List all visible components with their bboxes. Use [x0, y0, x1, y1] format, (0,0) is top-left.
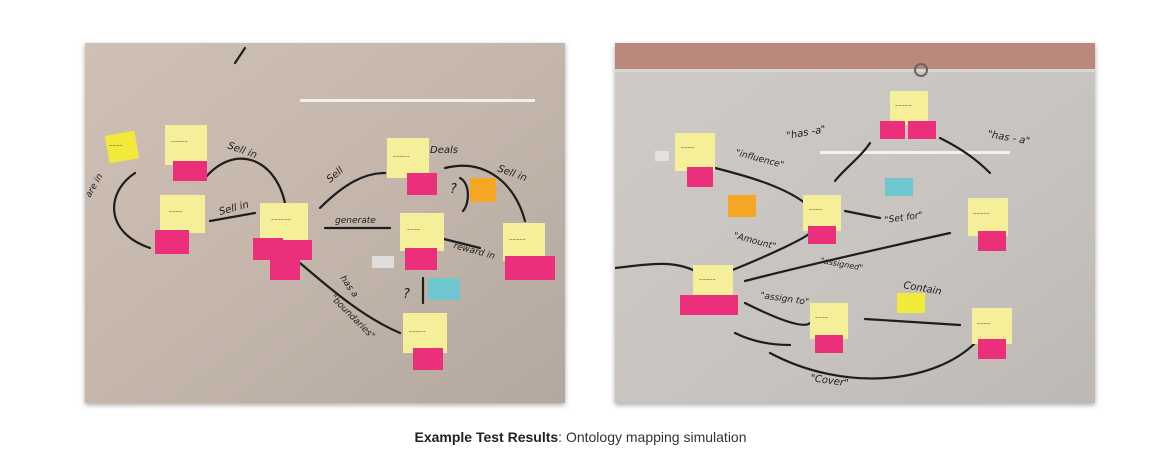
figure-caption: Example Test Results: Ontology mapping s… — [0, 429, 1161, 445]
svg-text:~~~~~: ~~~~~ — [895, 103, 912, 108]
whiteboard-image-right: "has -a" "has - a" "influence" "Set for"… — [615, 43, 1095, 403]
svg-text:~~~~: ~~~~ — [109, 143, 122, 148]
svg-text:~~~~~: ~~~~~ — [393, 154, 410, 159]
svg-text:~~~~: ~~~~ — [407, 227, 420, 232]
svg-text:?: ? — [450, 182, 457, 197]
whiteboard-photo-right: "has -a" "has - a" "influence" "Set for"… — [615, 43, 1095, 403]
ink-label: "Cover" — [810, 373, 850, 389]
sticky-notes-left — [104, 125, 555, 370]
caption-rest: : Ontology mapping simulation — [558, 429, 747, 445]
svg-text:~~~~: ~~~~ — [977, 321, 990, 326]
svg-text:~~~~~: ~~~~~ — [699, 277, 716, 282]
svg-text:~~~~~: ~~~~~ — [171, 139, 188, 144]
ink-label: Deals — [430, 145, 458, 156]
svg-text:~~~~~~: ~~~~~~ — [271, 217, 291, 222]
svg-text:~~~~~: ~~~~~ — [973, 211, 990, 216]
svg-text:~~~~: ~~~~ — [809, 207, 822, 212]
caption-bold: Example Test Results — [414, 429, 559, 445]
svg-text:~~~~: ~~~~ — [169, 209, 182, 214]
sticky-notes-right — [655, 91, 1012, 359]
svg-text:~~~~: ~~~~ — [681, 145, 694, 150]
ink-label: generate — [335, 216, 376, 226]
svg-text:~~~~~: ~~~~~ — [409, 329, 426, 334]
whiteboard-photo-left: Sell in Sell in Sell Deals Sell in gener… — [85, 43, 565, 403]
svg-text:~~~~: ~~~~ — [815, 315, 828, 320]
whiteboard-image-left: Sell in Sell in Sell Deals Sell in gener… — [85, 43, 565, 403]
svg-text:~~~~~: ~~~~~ — [509, 237, 526, 242]
svg-text:?: ? — [403, 287, 410, 302]
